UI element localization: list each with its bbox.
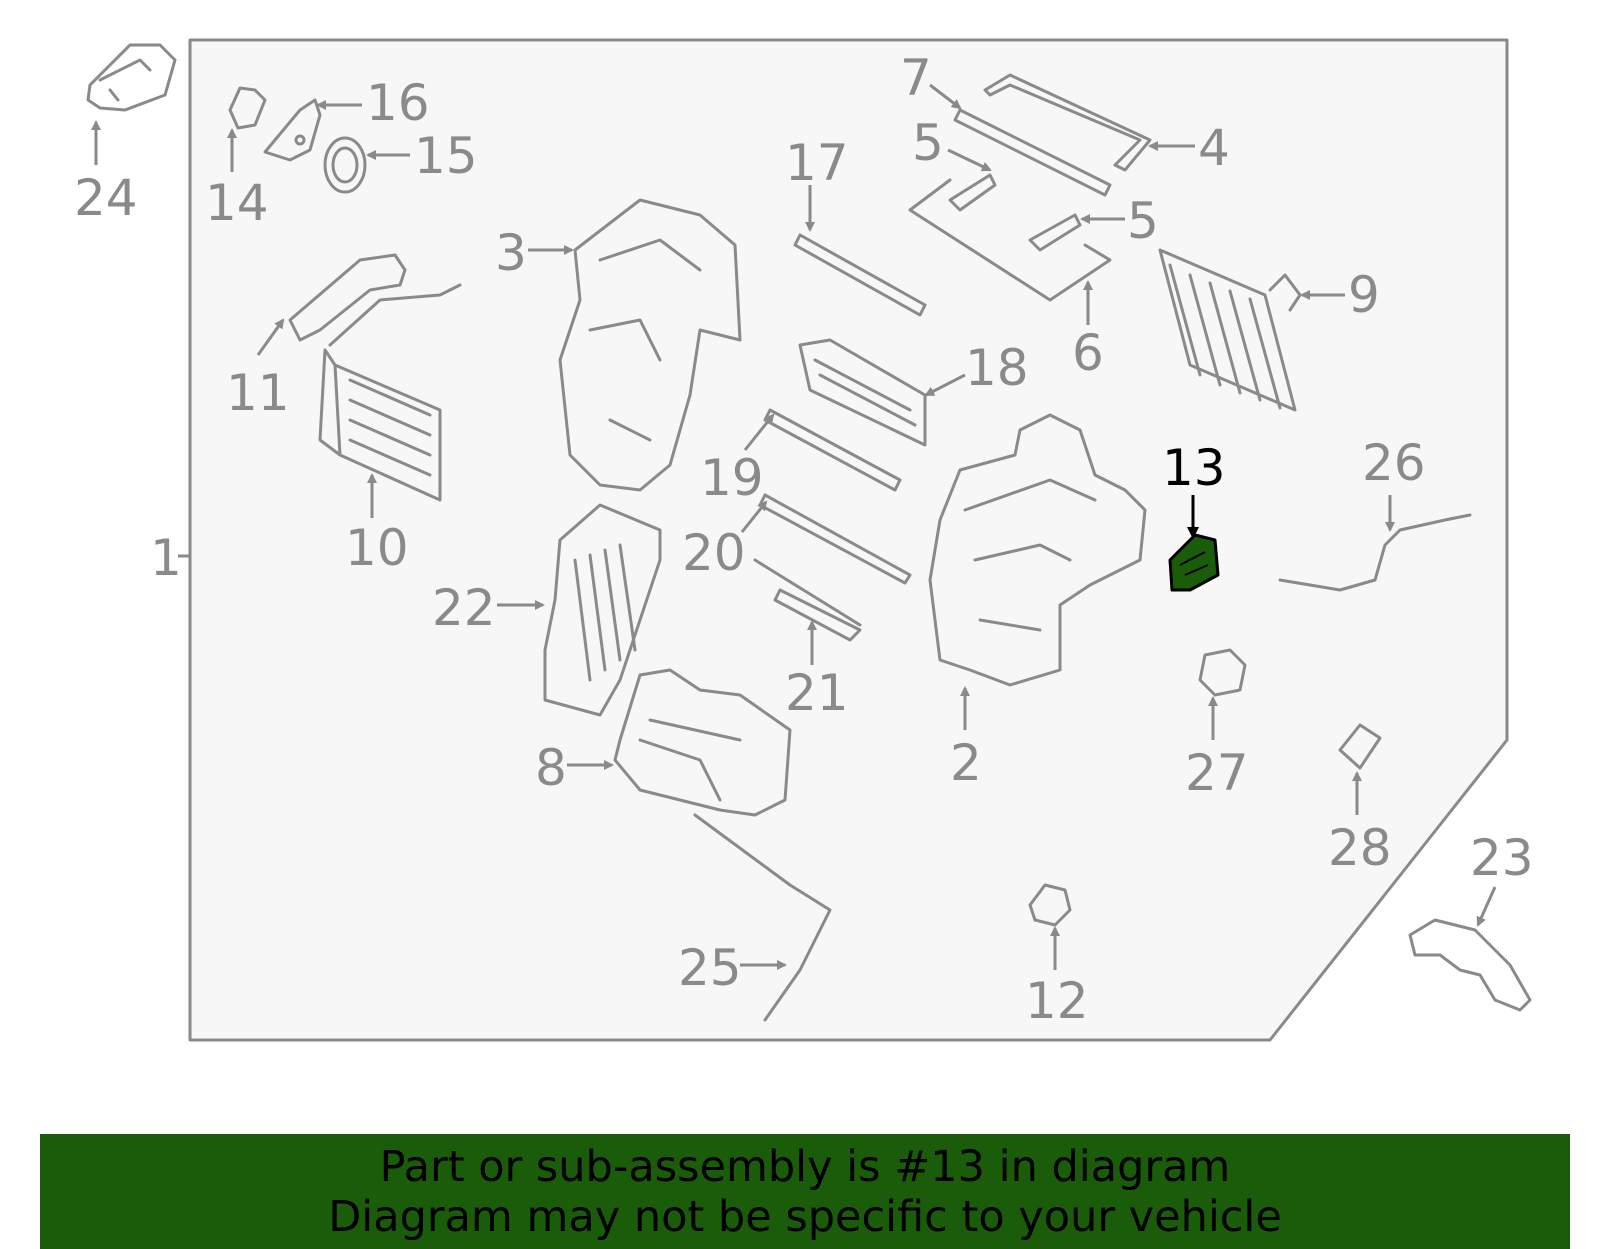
part-17-strip[interactable] (793, 233, 927, 317)
callout-16: 16 (366, 74, 430, 132)
callout-23: 23 (1470, 829, 1534, 887)
part-14-clip[interactable] (228, 86, 267, 130)
part-8-case-lower[interactable] (613, 668, 792, 817)
callout-5a: 5 (912, 114, 944, 172)
callout-18: 18 (965, 339, 1029, 397)
parts-diagram: 24 14 16 15 11 10 1 3 17 7 5 4 5 6 9 18 … (74, 38, 1534, 1042)
callout-11: 11 (226, 364, 290, 422)
callout-14: 14 (205, 174, 269, 232)
part-4-seal[interactable] (983, 73, 1152, 172)
callout-27: 27 (1185, 744, 1249, 802)
callout-26: 26 (1362, 434, 1426, 492)
banner-line-part: Part or sub-assembly is #13 in diagram (379, 1141, 1231, 1192)
callout-4: 4 (1198, 119, 1230, 177)
callout-5b: 5 (1127, 192, 1159, 250)
info-banner: Part or sub-assembly is #13 in diagram D… (40, 1134, 1570, 1249)
callout-25: 25 (678, 939, 742, 997)
part-9-evaporator[interactable] (1158, 248, 1302, 412)
callout-19: 19 (700, 449, 764, 507)
part-18-filter-door[interactable] (798, 338, 927, 447)
part-5-seal-b[interactable] (1028, 213, 1082, 252)
callout-8: 8 (535, 739, 567, 797)
callout-6: 6 (1072, 324, 1104, 382)
part-26-hose[interactable] (1278, 513, 1472, 592)
callout-lines (91, 83, 1497, 970)
callout-24: 24 (74, 169, 138, 227)
part-7-seal[interactable] (953, 108, 1112, 197)
part-6-seal[interactable] (908, 178, 1112, 302)
part-23-bracket[interactable] (1408, 918, 1532, 1012)
part-3-case-upper[interactable] (558, 198, 742, 492)
callout-3: 3 (495, 224, 527, 282)
callout-21: 21 (785, 664, 849, 722)
part-25-drain-hose[interactable] (693, 813, 832, 1022)
callout-2: 2 (950, 734, 982, 792)
callout-12: 12 (1025, 972, 1089, 1030)
callout-20: 20 (682, 524, 746, 582)
part-12-clip[interactable] (1028, 883, 1072, 927)
callout-labels: 24 14 16 15 11 10 1 3 17 7 5 4 5 6 9 18 … (74, 49, 1534, 1030)
callout-17: 17 (785, 134, 849, 192)
part-10-heater-core[interactable] (318, 348, 442, 502)
part-2-case-main[interactable] (928, 413, 1147, 687)
callout-15: 15 (414, 127, 478, 185)
callout-28: 28 (1328, 819, 1392, 877)
part-22-duct[interactable] (543, 503, 662, 717)
callout-10: 10 (345, 519, 409, 577)
part-16-bracket[interactable] (263, 98, 322, 162)
callout-9: 9 (1348, 266, 1380, 324)
callout-13: 13 (1162, 439, 1226, 497)
callout-7: 7 (900, 49, 932, 107)
part-15-actuator-gear[interactable] (323, 136, 367, 194)
part-21-door[interactable] (753, 558, 862, 642)
part-5-seal-a[interactable] (948, 173, 997, 212)
callout-22: 22 (432, 579, 496, 637)
part-11-pipe[interactable] (288, 253, 462, 347)
part-28-sensor[interactable] (1338, 723, 1382, 770)
callout-1: 1 (150, 529, 182, 587)
part-24-bracket[interactable] (86, 43, 177, 112)
part-27-clip[interactable] (1198, 648, 1247, 697)
banner-line-disclaimer: Diagram may not be specific to your vehi… (328, 1191, 1282, 1242)
